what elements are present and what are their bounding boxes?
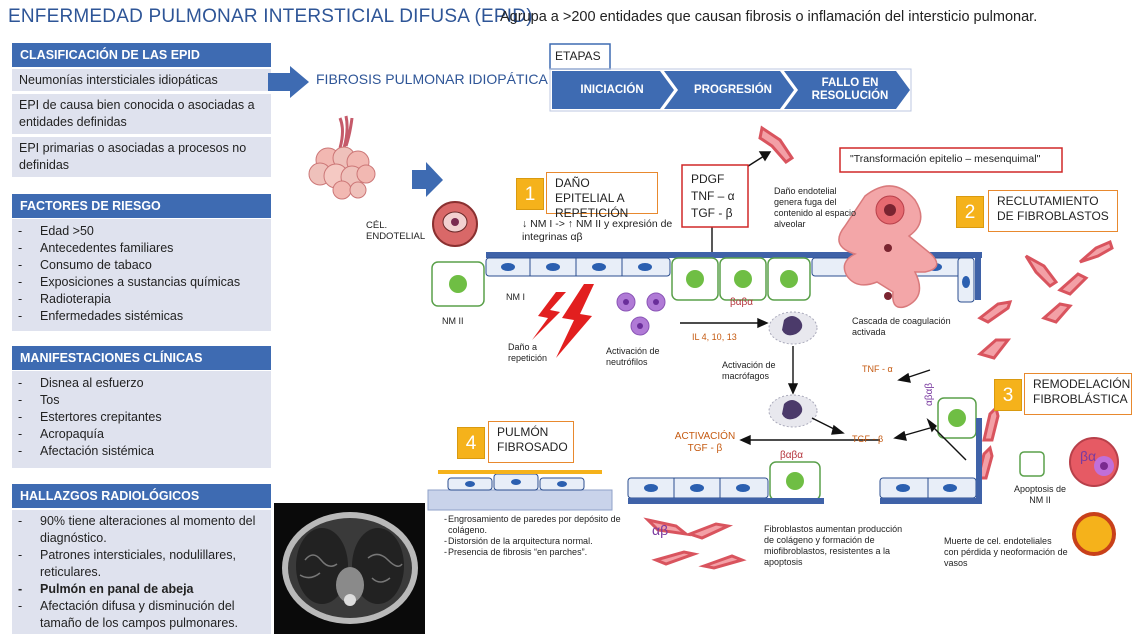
page-subtitle: Agrupa a >200 entidades que causan fibro… — [500, 9, 1038, 25]
nm-ii-label: NM II — [442, 316, 464, 326]
radiology-item: Afectación difusa y disminución del tama… — [12, 598, 271, 632]
clinical-item: Disnea al esfuerzo — [12, 375, 271, 392]
tgf-label: TGF - β — [852, 434, 884, 444]
clinical-item: Acropaquía — [12, 426, 271, 443]
alveolar-wall-bottom-middle — [627, 461, 824, 504]
apoptosis-label: Apoptosis de NM II — [1013, 484, 1067, 505]
risk-factor-item: Antecedentes familiares — [12, 240, 271, 257]
growth-factors-list: PDGF TNF – α TGF - β — [691, 171, 735, 222]
radiology-item: 90% tiene alteraciones al momento del di… — [12, 513, 271, 547]
clinical-item: Afectación sistémica — [12, 443, 271, 460]
fibrosed-lung-icon — [427, 470, 613, 511]
fibrosis-note: Presencia de fibrosis “en parches”. — [438, 547, 624, 558]
endothelial-cell-label: CÉL. ENDOTELIAL — [366, 220, 426, 242]
fibrosis-note: Distorsión de la arquitectura normal. — [438, 536, 624, 547]
clinical-heading: MANIFESTACIONES CLÍNICAS — [12, 346, 271, 370]
coagulation-label: Cascada de coagulación activada — [852, 316, 951, 337]
stage-label: INICIACIÓN — [580, 83, 644, 96]
macrophage-label: Activación de macrófagos — [722, 360, 776, 381]
step-label: RECLUTAMIENTO DE FIBROBLASTOS — [988, 190, 1118, 232]
fpi-label: FIBROSIS PULMONAR IDIOPÁTICA — [316, 71, 548, 87]
ct-scan-image — [274, 503, 425, 634]
risk-factor-item: Consumo de tabaco — [12, 257, 271, 274]
neutrophil-icon — [616, 292, 666, 336]
emt-label: "Transformación epitelio – mesenquimal" — [850, 153, 1041, 165]
integrin-label: αβαβ — [924, 382, 935, 406]
radiology-panel: 90% tiene alteraciones al momento del di… — [12, 510, 271, 634]
step-label: DAÑO EPITELIAL A REPETICIÓN — [546, 172, 658, 220]
tnf-label: TNF - α — [862, 364, 893, 374]
classification-item: EPI de causa bien conocida o asociadas a… — [12, 94, 271, 134]
step-number: 4 — [457, 427, 485, 459]
stages-heading: ETAPAS — [555, 49, 601, 63]
arrow-to-fpi-icon — [268, 66, 309, 98]
endothelial-cell-icon — [432, 201, 478, 247]
clinical-item: Tos — [12, 392, 271, 409]
nm-i-label: NM I — [506, 292, 525, 302]
fibrosis-note: Engrosamiento de paredes por depósito de… — [438, 514, 624, 536]
step-number: 1 — [516, 178, 544, 210]
classification-heading: CLASIFICACIÓN DE LAS EPID — [12, 43, 271, 67]
risk-factors-heading: FACTORES DE RIESGO — [12, 194, 271, 218]
damage-repeat-label: Daño a repetición — [508, 342, 548, 363]
radiology-heading: HALLAZGOS RADIOLÓGICOS — [12, 484, 271, 508]
arrow-to-epithelium-icon — [412, 162, 443, 197]
step-label: REMODELACIÓN FIBROBLÁSTICA — [1024, 373, 1132, 415]
il-label: IL 4, 10, 13 — [692, 332, 737, 342]
risk-factor-item: Exposiciones a sustancias químicas — [12, 274, 271, 291]
beta-alpha-label: βα — [1080, 448, 1097, 464]
stage-label: FALLO EN RESOLUCIÓN — [811, 77, 889, 102]
page-title: ENFERMEDAD PULMONAR INTERSTICIAL DIFUSA … — [8, 6, 533, 27]
fibroblast-collagen-label: Fibroblastos aumentan producción de colá… — [764, 524, 903, 567]
risk-factor-item: Enfermedades sistémicas — [12, 308, 271, 325]
stage-label: PROGRESIÓN — [694, 83, 772, 96]
growth-factor: PDGF — [691, 172, 725, 186]
neutrophil-label: Activación de neutrófilos — [606, 346, 660, 367]
tgf-activation-label: ACTIVACIÓN TGF - β — [674, 431, 736, 454]
alveoli-icon — [308, 115, 376, 200]
integrin-label: βαβα — [780, 450, 804, 461]
alpha-beta-label: αβ — [652, 522, 669, 538]
risk-factor-item: Edad >50 — [12, 223, 271, 240]
step-number: 3 — [994, 379, 1022, 411]
step-number: 2 — [956, 196, 984, 228]
alveolar-wall-bottom-right — [879, 418, 982, 504]
fibrosis-notes: Engrosamiento de paredes por depósito de… — [438, 514, 624, 558]
growth-factor: TGF - β — [691, 206, 733, 220]
clinical-panel: Disnea al esfuerzo Tos Estertores crepit… — [12, 371, 271, 468]
radiology-item: Patrones intersticiales, nodulillares, r… — [12, 547, 271, 581]
endothelial-damage-label: Daño endotelial genera fuga del contenid… — [774, 186, 857, 229]
integrin-label: βαβα — [730, 297, 754, 308]
clinical-item: Estertores crepitantes — [12, 409, 271, 426]
risk-factors-panel: Edad >50 Antecedentes familiares Consumo… — [12, 219, 271, 331]
step-label: PULMÓN FIBROSADO — [488, 421, 574, 463]
classification-item: Neumonías intersticiales idiopáticas — [12, 69, 271, 91]
endothelial-death-label: Muerte de cel. endoteliales con pérdida … — [944, 536, 1068, 568]
nm-change-label: ↓ NM I -> ↑ NM II y expresión de integri… — [522, 218, 673, 243]
growth-factor: TNF – α — [691, 189, 735, 203]
radiology-item: Pulmón en panal de abeja — [12, 581, 271, 598]
classification-item: EPI primarias o asociadas a procesos no … — [12, 137, 271, 177]
risk-factor-item: Radioterapia — [12, 291, 271, 308]
